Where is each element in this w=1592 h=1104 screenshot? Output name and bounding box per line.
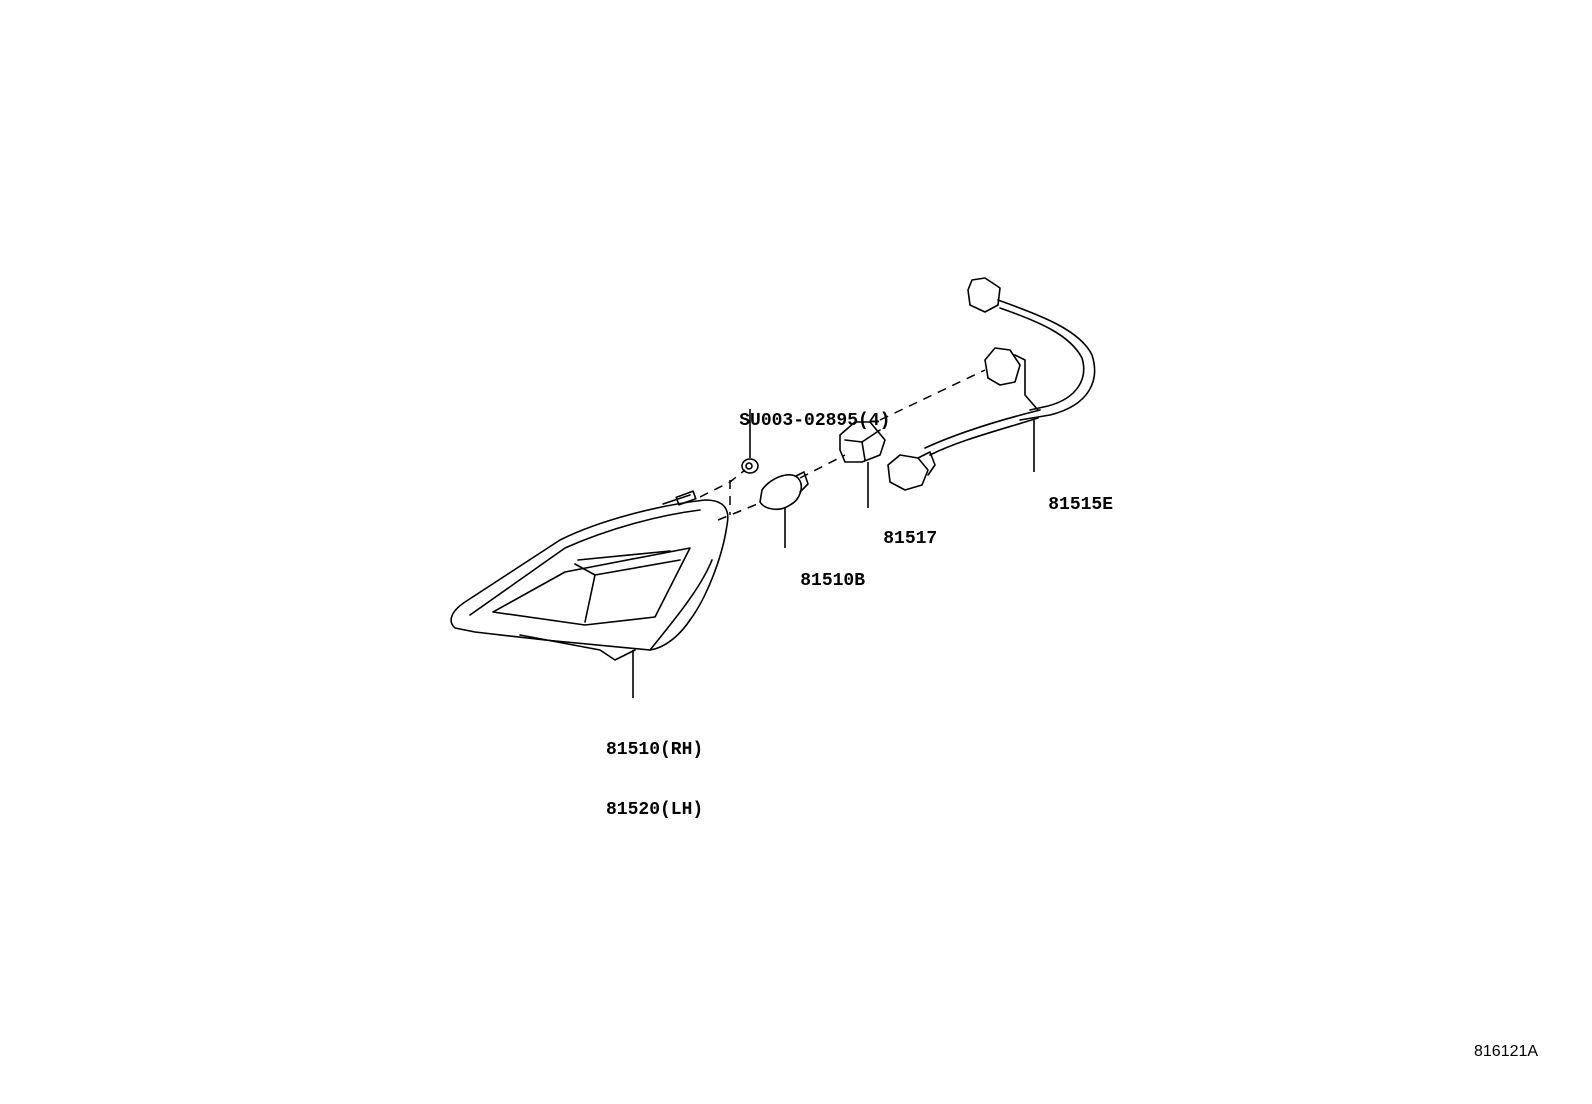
nut-drawing: [741, 458, 759, 474]
figure-id: 816121A: [1474, 1043, 1539, 1060]
callout-lamp-line-1: 81510(RH): [606, 740, 704, 760]
callout-harness: 81515E: [1005, 475, 1113, 535]
socket-drawing: [839, 421, 886, 463]
lamp-assembly-drawing: [450, 490, 729, 661]
callout-bulb: 81510B: [757, 551, 865, 611]
assembly-line-socket: [799, 454, 846, 479]
callout-bulb-line-1: 81510B: [800, 571, 866, 591]
assembly-line-harness: [879, 369, 986, 421]
assembly-line-bulb: [717, 502, 761, 521]
bulb-drawing: [759, 471, 809, 511]
assembly-line-nut: [699, 469, 746, 498]
callout-nut-line-1: SU003-02895(4): [739, 411, 891, 431]
callout-harness-line-1: 81515E: [1048, 495, 1114, 515]
callout-socket-line-1: 81517: [883, 529, 938, 549]
callout-socket: 81517: [840, 509, 937, 569]
callout-lamp: 81510(RH) 81520(LH): [606, 700, 703, 860]
callout-lamp-line-2: 81520(LH): [606, 800, 704, 820]
callout-nut: SU003-02895(4): [696, 391, 890, 451]
wire-harness-drawing: [887, 277, 1096, 491]
